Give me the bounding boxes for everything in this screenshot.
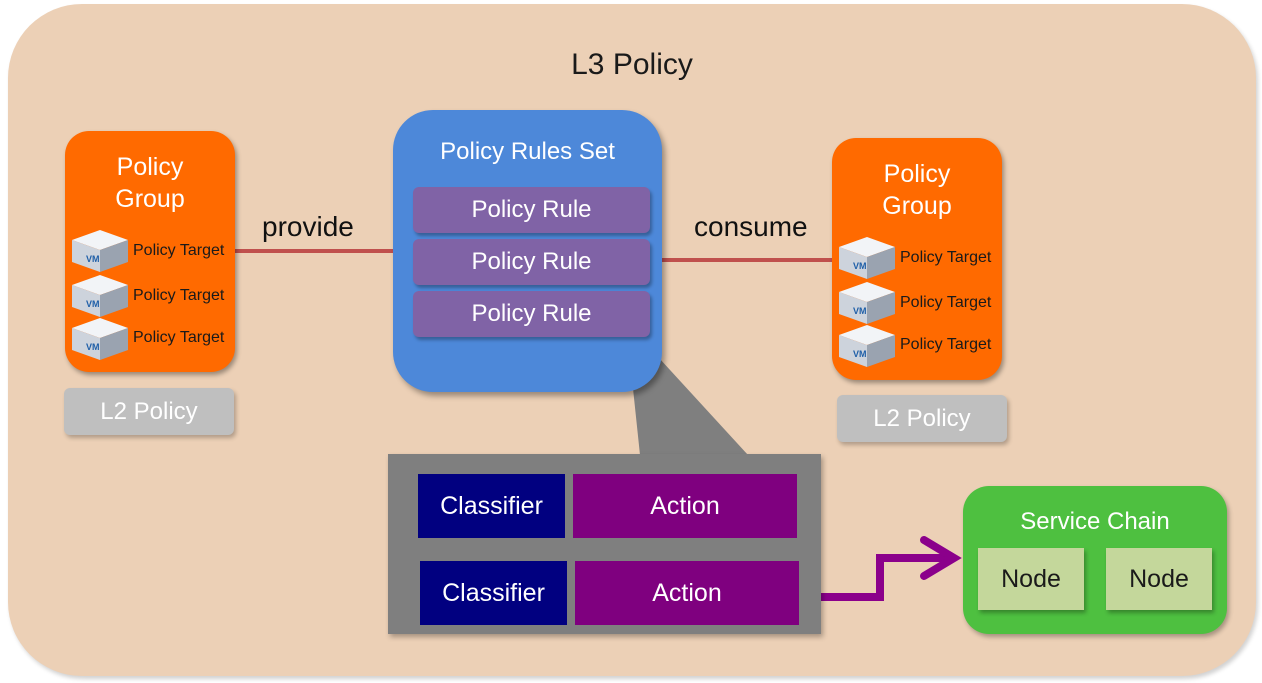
svg-text:VM: VM: [853, 349, 867, 359]
vm-icon: VM: [72, 230, 128, 272]
provide-edge: [234, 249, 394, 253]
action-0: Action: [573, 474, 797, 538]
left-group-label-line1: Policy: [116, 153, 184, 181]
right-group-label-line1: Policy: [883, 160, 951, 188]
provide-label: provide: [262, 211, 354, 242]
left-group-label-line2: Group: [115, 185, 185, 213]
right-target-1: VM Policy Target: [833, 278, 1033, 324]
consume-edge: [660, 258, 834, 262]
left-group-label: Policy Group: [65, 151, 235, 215]
chain-arrow-head: [920, 536, 962, 580]
service-chain-title: Service Chain: [1020, 508, 1170, 535]
svg-text:VM: VM: [86, 299, 100, 309]
left-l2-policy: L2 Policy: [64, 388, 234, 435]
right-l2-policy: L2 Policy: [837, 395, 1007, 442]
left-target-label: Policy Target: [133, 242, 225, 259]
right-target-label: Policy Target: [900, 336, 992, 353]
vm-icon: VM: [839, 282, 895, 324]
policy-rule-2: Policy Rule: [413, 291, 650, 337]
left-target-label: Policy Target: [133, 329, 225, 346]
chain-arrow-line: [798, 554, 948, 601]
consume-label: consume: [694, 211, 808, 242]
service-chain-node-0: Node: [978, 548, 1084, 610]
l3-policy-title: L3 Policy: [571, 48, 693, 81]
vm-icon: VM: [72, 318, 128, 360]
vm-icon: VM: [72, 275, 128, 317]
left-target-0: VM Policy Target: [66, 226, 266, 272]
policy-rule-0: Policy Rule: [413, 187, 650, 233]
svg-text:VM: VM: [86, 342, 100, 352]
right-target-label: Policy Target: [900, 249, 992, 266]
right-group-label-line2: Group: [882, 192, 952, 220]
right-target-label: Policy Target: [900, 294, 992, 311]
classifier-0: Classifier: [418, 474, 565, 538]
svg-text:VM: VM: [853, 261, 867, 271]
service-chain-node-1: Node: [1106, 548, 1212, 610]
vm-icon: VM: [839, 325, 895, 367]
left-target-2: VM Policy Target: [66, 314, 266, 360]
classifier-1: Classifier: [420, 561, 567, 625]
action-1: Action: [575, 561, 799, 625]
svg-text:VM: VM: [853, 306, 867, 316]
policy-rule-1: Policy Rule: [413, 239, 650, 285]
right-target-0: VM Policy Target: [833, 233, 1033, 279]
svg-text:VM: VM: [86, 254, 100, 264]
right-group-label: Policy Group: [832, 158, 1002, 222]
rules-set-title: Policy Rules Set: [440, 138, 615, 165]
left-target-1: VM Policy Target: [66, 271, 266, 317]
vm-icon: VM: [839, 237, 895, 279]
left-target-label: Policy Target: [133, 287, 225, 304]
right-target-2: VM Policy Target: [833, 321, 1033, 367]
